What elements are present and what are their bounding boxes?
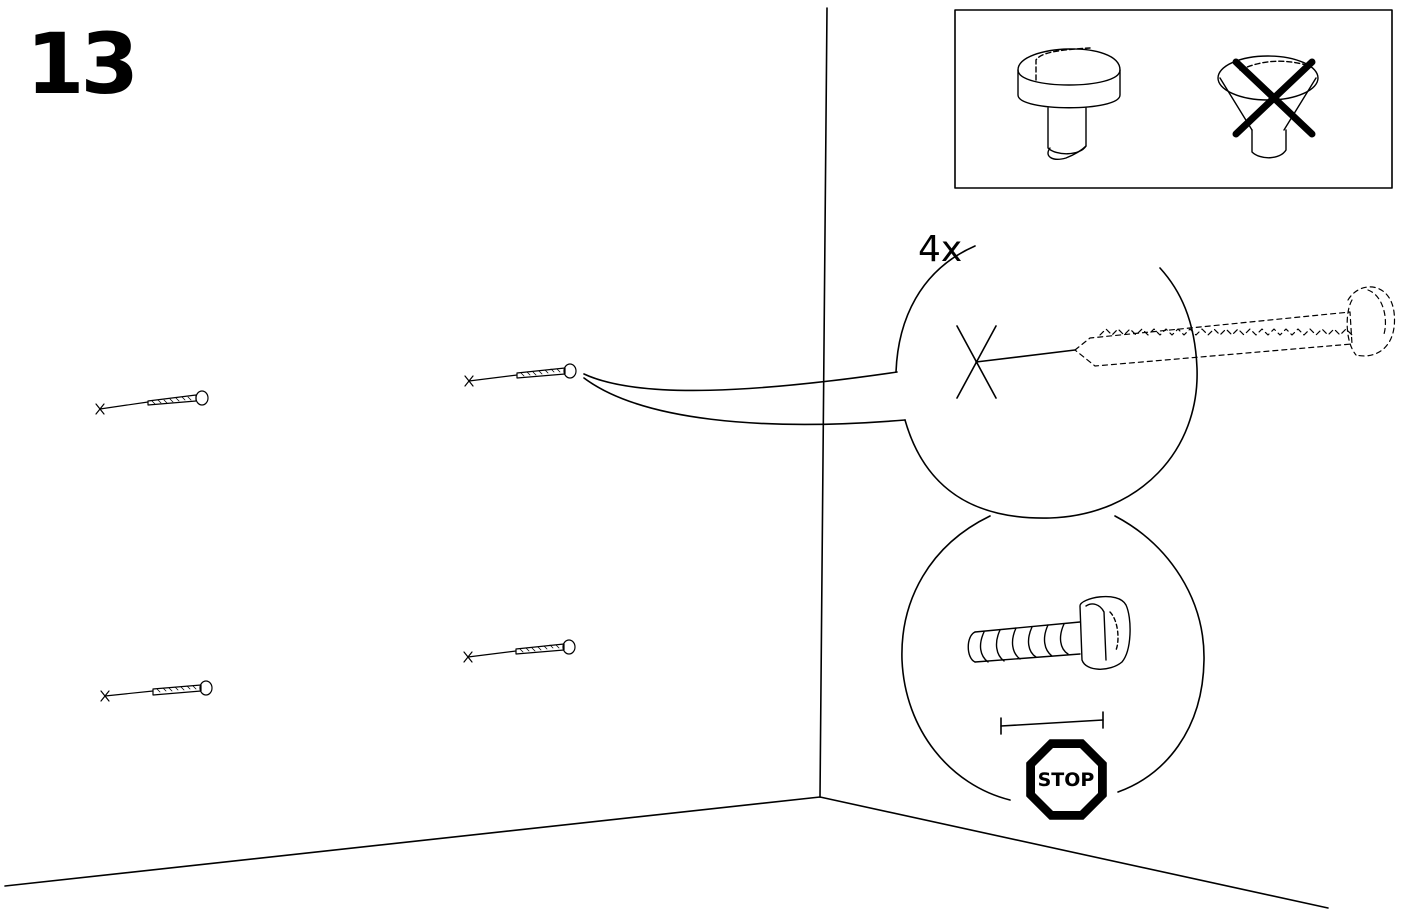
depth-gauge-icon (1000, 711, 1104, 735)
pan-head-screw-icon (1017, 47, 1121, 160)
screw-side-view-icon (967, 595, 1131, 670)
detail-circle-screw-magnified (895, 245, 1396, 519)
stop-sign-icon: STOP (1026, 739, 1107, 820)
dashed-screw-icon (1074, 286, 1396, 367)
screw-type-reference-box (954, 9, 1393, 189)
detail-circle-screw-depth: STOP (901, 515, 1205, 820)
wall-screw-bottom-right (463, 639, 576, 663)
stop-sign-label: STOP (1038, 769, 1095, 791)
wall-screw-top-right (464, 363, 577, 387)
wall-corner-lines (4, 7, 1329, 909)
wall-screw-bottom-left (100, 680, 213, 702)
callout-pointer (583, 371, 906, 426)
countersunk-screw-crossed-icon (1217, 55, 1319, 159)
step-number: 13 (26, 15, 139, 113)
wrong-cross-icon (1232, 58, 1316, 138)
wall-screw-top-left (95, 390, 209, 415)
quantity-label: 4x (918, 229, 963, 270)
